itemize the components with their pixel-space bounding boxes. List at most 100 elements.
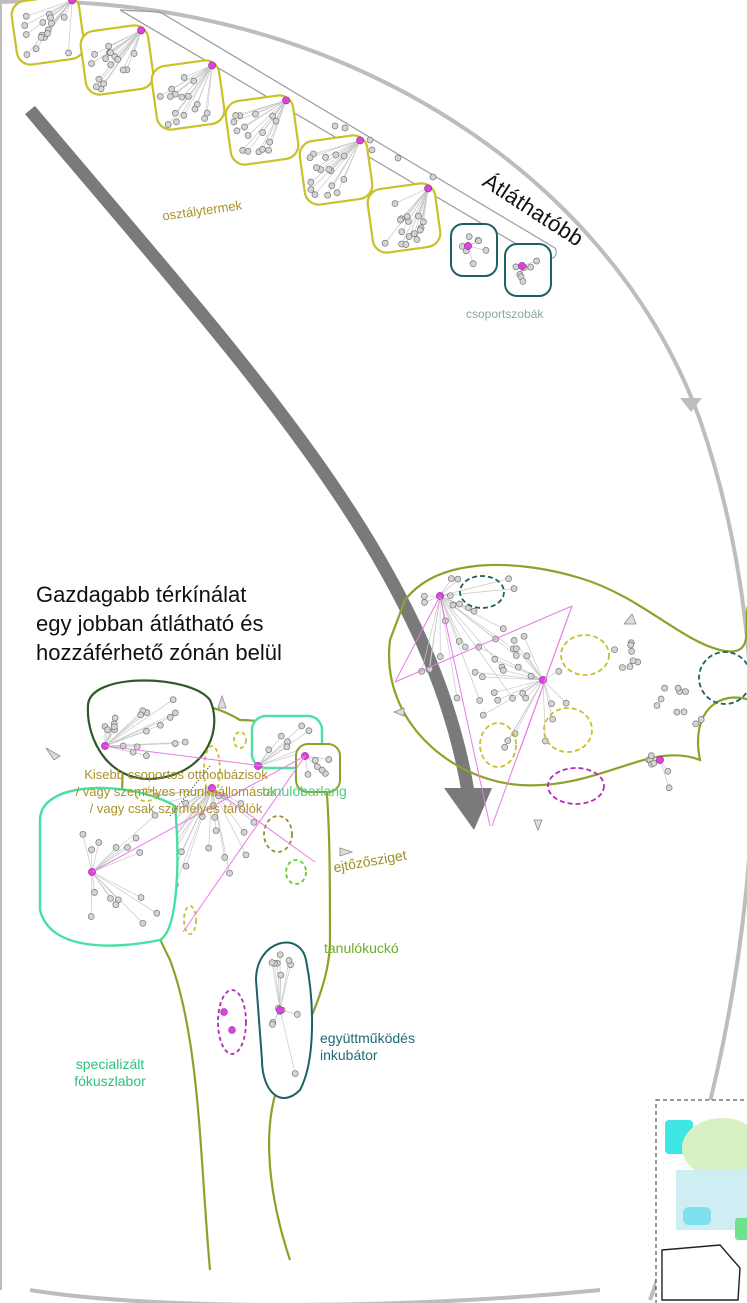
big-arrow-head-icon [444,788,492,830]
person-node [369,147,375,153]
person-node [483,247,489,253]
person-node [683,689,689,695]
person-node [294,1011,300,1017]
person-node [299,723,305,729]
person-node [80,831,86,837]
person-node [243,852,249,858]
person-node [332,123,338,129]
person-node [515,664,521,670]
person-node [495,697,501,703]
person-node [513,646,519,652]
link-line [543,680,566,703]
person-node [674,709,680,715]
person-node [612,647,618,653]
person-node [511,637,517,643]
person-node [266,747,272,753]
person-node [491,690,497,696]
person-node [269,1021,275,1027]
person-node [326,757,332,763]
person-node [629,648,635,654]
expand-arrow-icon [218,696,226,708]
person-node [698,716,704,722]
person-node [448,576,454,582]
person-node [395,155,401,161]
dashed-subzone [561,635,609,675]
person-node [456,638,462,644]
learning-nook-label: tanulókuckó [324,940,399,957]
person-node [466,234,472,240]
person-node [502,744,508,750]
person-node [662,685,668,691]
dashed-island [234,732,246,748]
person-node [421,593,427,599]
person-node [454,695,460,701]
person-node [528,264,534,270]
hub-node [464,242,471,249]
person-node [470,261,476,267]
boundary-arc-bottom [30,1290,600,1303]
person-node [111,724,117,730]
person-node [479,674,485,680]
person-node [108,895,114,901]
expand-arrow-icon [394,708,404,716]
expand-arrow-icon [624,614,636,624]
person-node [693,721,699,727]
person-node [675,685,681,691]
person-node [277,952,283,958]
dashed-island [184,906,196,934]
person-node [367,137,373,143]
person-node [292,1071,298,1077]
person-node [513,653,519,659]
classroom [366,182,442,255]
person-node [284,744,290,750]
person-node [630,658,636,664]
person-node [476,238,482,244]
person-node [534,258,540,264]
person-node [666,785,672,791]
person-node [665,768,671,774]
expand-arrow-icon [340,848,352,856]
person-node [619,665,625,671]
person-node [167,714,173,720]
person-node [138,895,144,901]
learning-cave-label: tanulóbarlang [262,783,347,800]
classroom [298,134,374,207]
person-node [96,839,102,845]
group-room-outline [451,224,497,276]
person-node [548,701,554,707]
person-node [471,608,477,614]
person-node [654,703,660,709]
person-node [627,664,633,670]
group-rooms-label: csoportszobák [466,306,543,323]
expand-arrow-icon [534,820,542,830]
person-node [206,845,212,851]
person-node [113,902,119,908]
person-node [306,728,312,734]
classroom [150,59,226,132]
person-node [133,835,139,841]
person-node [342,125,348,131]
person-node [520,278,526,284]
person-node [520,690,526,696]
person-node [477,697,483,703]
person-node [88,913,94,919]
person-node [172,741,178,747]
person-node [278,733,284,739]
person-node [140,920,146,926]
person-node [648,753,654,759]
hub-node [276,1006,283,1013]
classroom [79,24,155,97]
dashed-island [264,816,292,852]
hub-node [518,262,525,269]
person-node [437,654,443,660]
person-node [651,760,657,766]
person-node [681,709,687,715]
person-node [183,863,189,869]
person-node [472,669,478,675]
incubator-label: együttműködés inkubátor [320,1030,415,1064]
person-node [528,673,534,679]
person-node [513,264,519,270]
person-node [450,602,456,608]
person-node [222,854,228,860]
person-node [105,727,111,733]
